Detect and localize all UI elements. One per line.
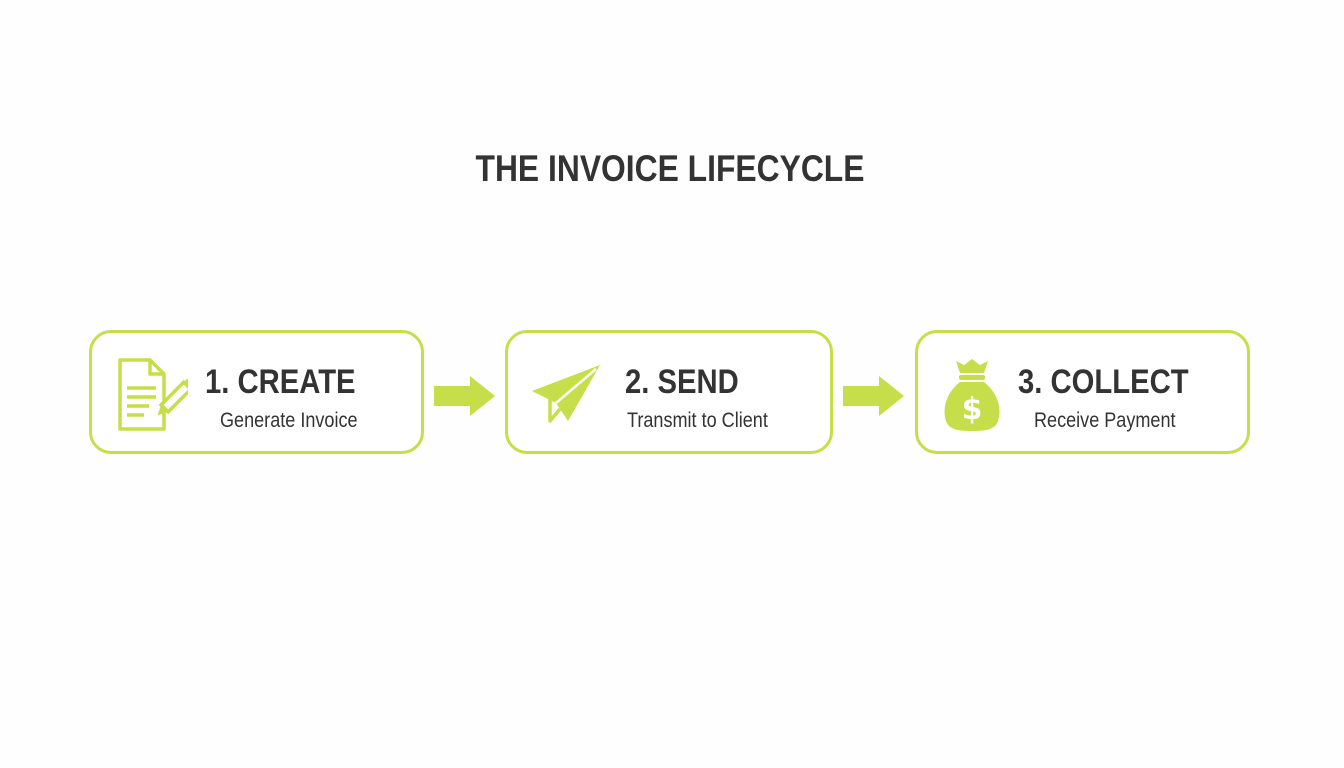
step-subtitle: Generate Invoice: [220, 409, 358, 432]
step-card-send: 2. SEND Transmit to Client: [505, 330, 833, 454]
money-bag-icon: $: [942, 357, 1002, 438]
svg-text:$: $: [962, 392, 983, 427]
document-pencil-icon: [116, 357, 195, 438]
arrow-right-icon: [843, 376, 905, 421]
step-card-create: 1. CREATE Generate Invoice: [89, 330, 424, 454]
step-subtitle: Receive Payment: [1034, 409, 1176, 432]
diagram-title: THE INVOICE LIFECYCLE: [475, 148, 865, 189]
step-label: 3. COLLECT: [1018, 363, 1189, 401]
step-card-collect: $ 3. COLLECT Receive Payment: [915, 330, 1250, 454]
step-label: 2. SEND: [625, 363, 739, 401]
paper-plane-icon: [530, 363, 602, 428]
step-subtitle: Transmit to Client: [627, 409, 768, 432]
arrow-right-icon: [434, 376, 496, 421]
step-label: 1. CREATE: [205, 363, 356, 401]
